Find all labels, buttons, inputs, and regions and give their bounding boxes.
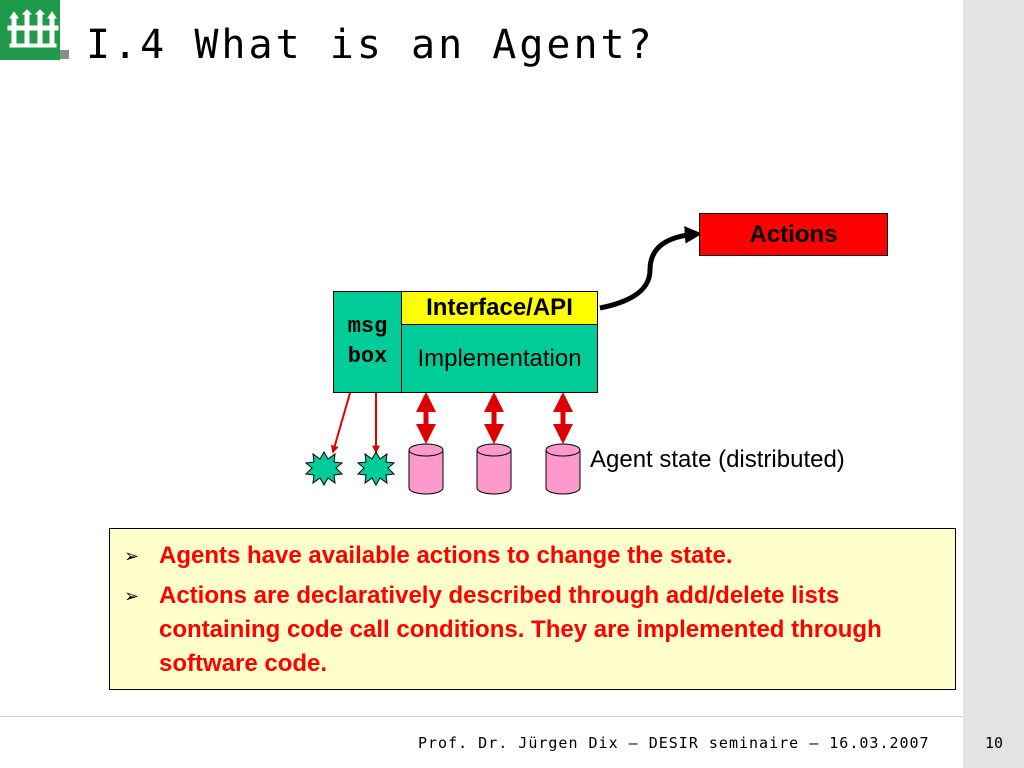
university-logo [0,0,60,60]
lions-crest-icon [0,0,60,60]
bullet-text: Actions are declaratively described thro… [159,582,882,677]
page-number: 10 [985,734,1004,752]
msg-box: msg box [333,291,402,393]
message-burst-icon [356,450,396,487]
msg-arrow-1 [330,392,351,454]
agent-diagram [304,226,703,495]
msg-box-label-line1: msg [347,314,388,339]
right-sidebar-bar [963,0,1024,768]
database-icon [545,443,581,495]
bullet-item: ➢ Actions are declaratively described th… [124,579,935,681]
database-icon [476,443,512,495]
msg-box-label-line2: box [347,344,388,369]
bullet-item: ➢ Agents have available actions to chang… [124,539,935,573]
implementation-box: Implementation [401,324,598,393]
bullet-list: ➢ Agents have available actions to chang… [124,539,935,681]
database-icon [408,443,444,495]
bullet-text: Agents have available actions to change … [159,542,733,569]
message-burst-icon [304,450,344,487]
actions-curve-arrow [599,226,703,311]
actions-box: Actions [699,213,888,256]
footer-divider [0,716,963,717]
info-box: ➢ Agents have available actions to chang… [109,528,956,690]
arrow-bullet-icon: ➢ [124,546,140,566]
interface-api-box: Interface/API [401,291,598,325]
arrow-bullet-icon: ➢ [124,586,140,606]
logo-accent-square [60,50,69,59]
agent-state-label: Agent state (distributed) [590,446,845,473]
slide-title: I.4 What is an Agent? [86,22,655,68]
footer-credit: Prof. Dr. Jürgen Dix – DESIR seminaire –… [418,734,930,752]
